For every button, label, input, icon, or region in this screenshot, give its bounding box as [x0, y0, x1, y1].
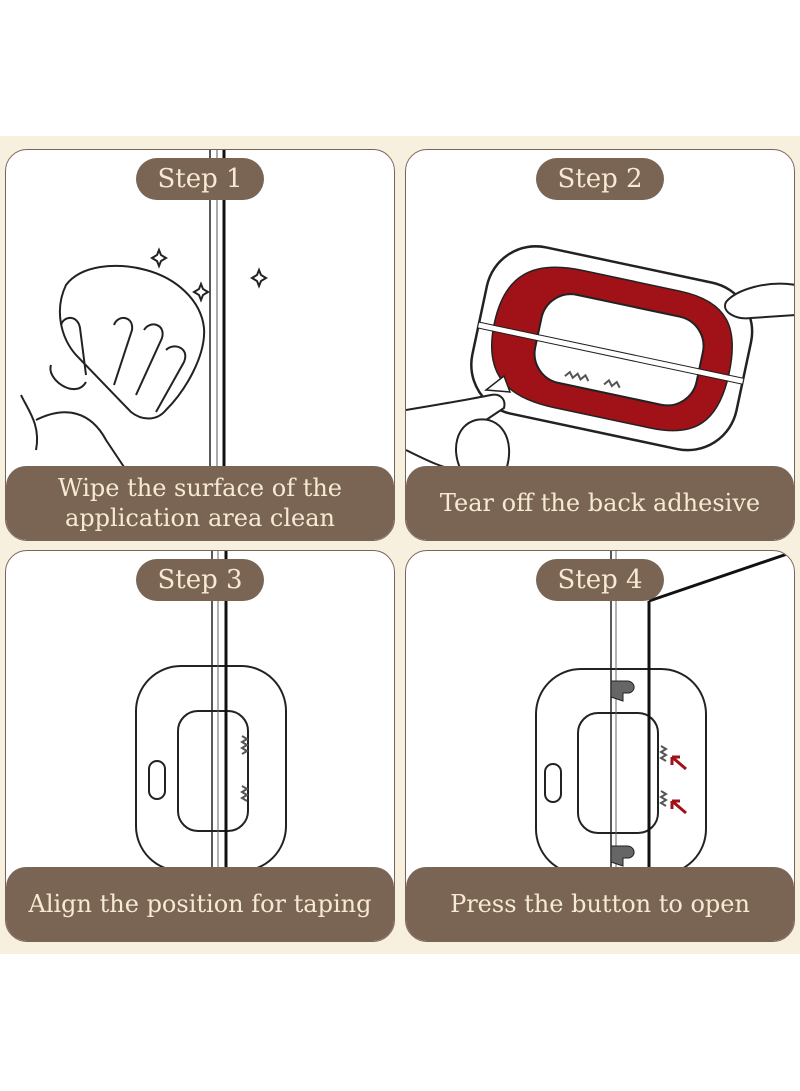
step-2-caption: Tear off the back adhesive [406, 466, 794, 540]
step-1-caption: Wipe the surface of the application area… [6, 466, 394, 540]
step-1-label: Step 1 [136, 158, 264, 200]
step-4-caption: Press the button to open [406, 867, 794, 941]
step-3-label: Step 3 [136, 559, 264, 601]
step-3-panel: Step 3 Align the position for taping [5, 550, 395, 942]
step-2-panel: Step 2 Tear off the back adhesive [405, 149, 795, 541]
step-4-panel: Step 4 Press the button to open [405, 550, 795, 942]
step-4-label: Step 4 [536, 559, 664, 601]
step-2-label: Step 2 [536, 158, 664, 200]
step-1-panel: Step 1 Wipe the surface of the applicati… [5, 149, 395, 541]
step-3-caption: Align the position for taping [6, 867, 394, 941]
